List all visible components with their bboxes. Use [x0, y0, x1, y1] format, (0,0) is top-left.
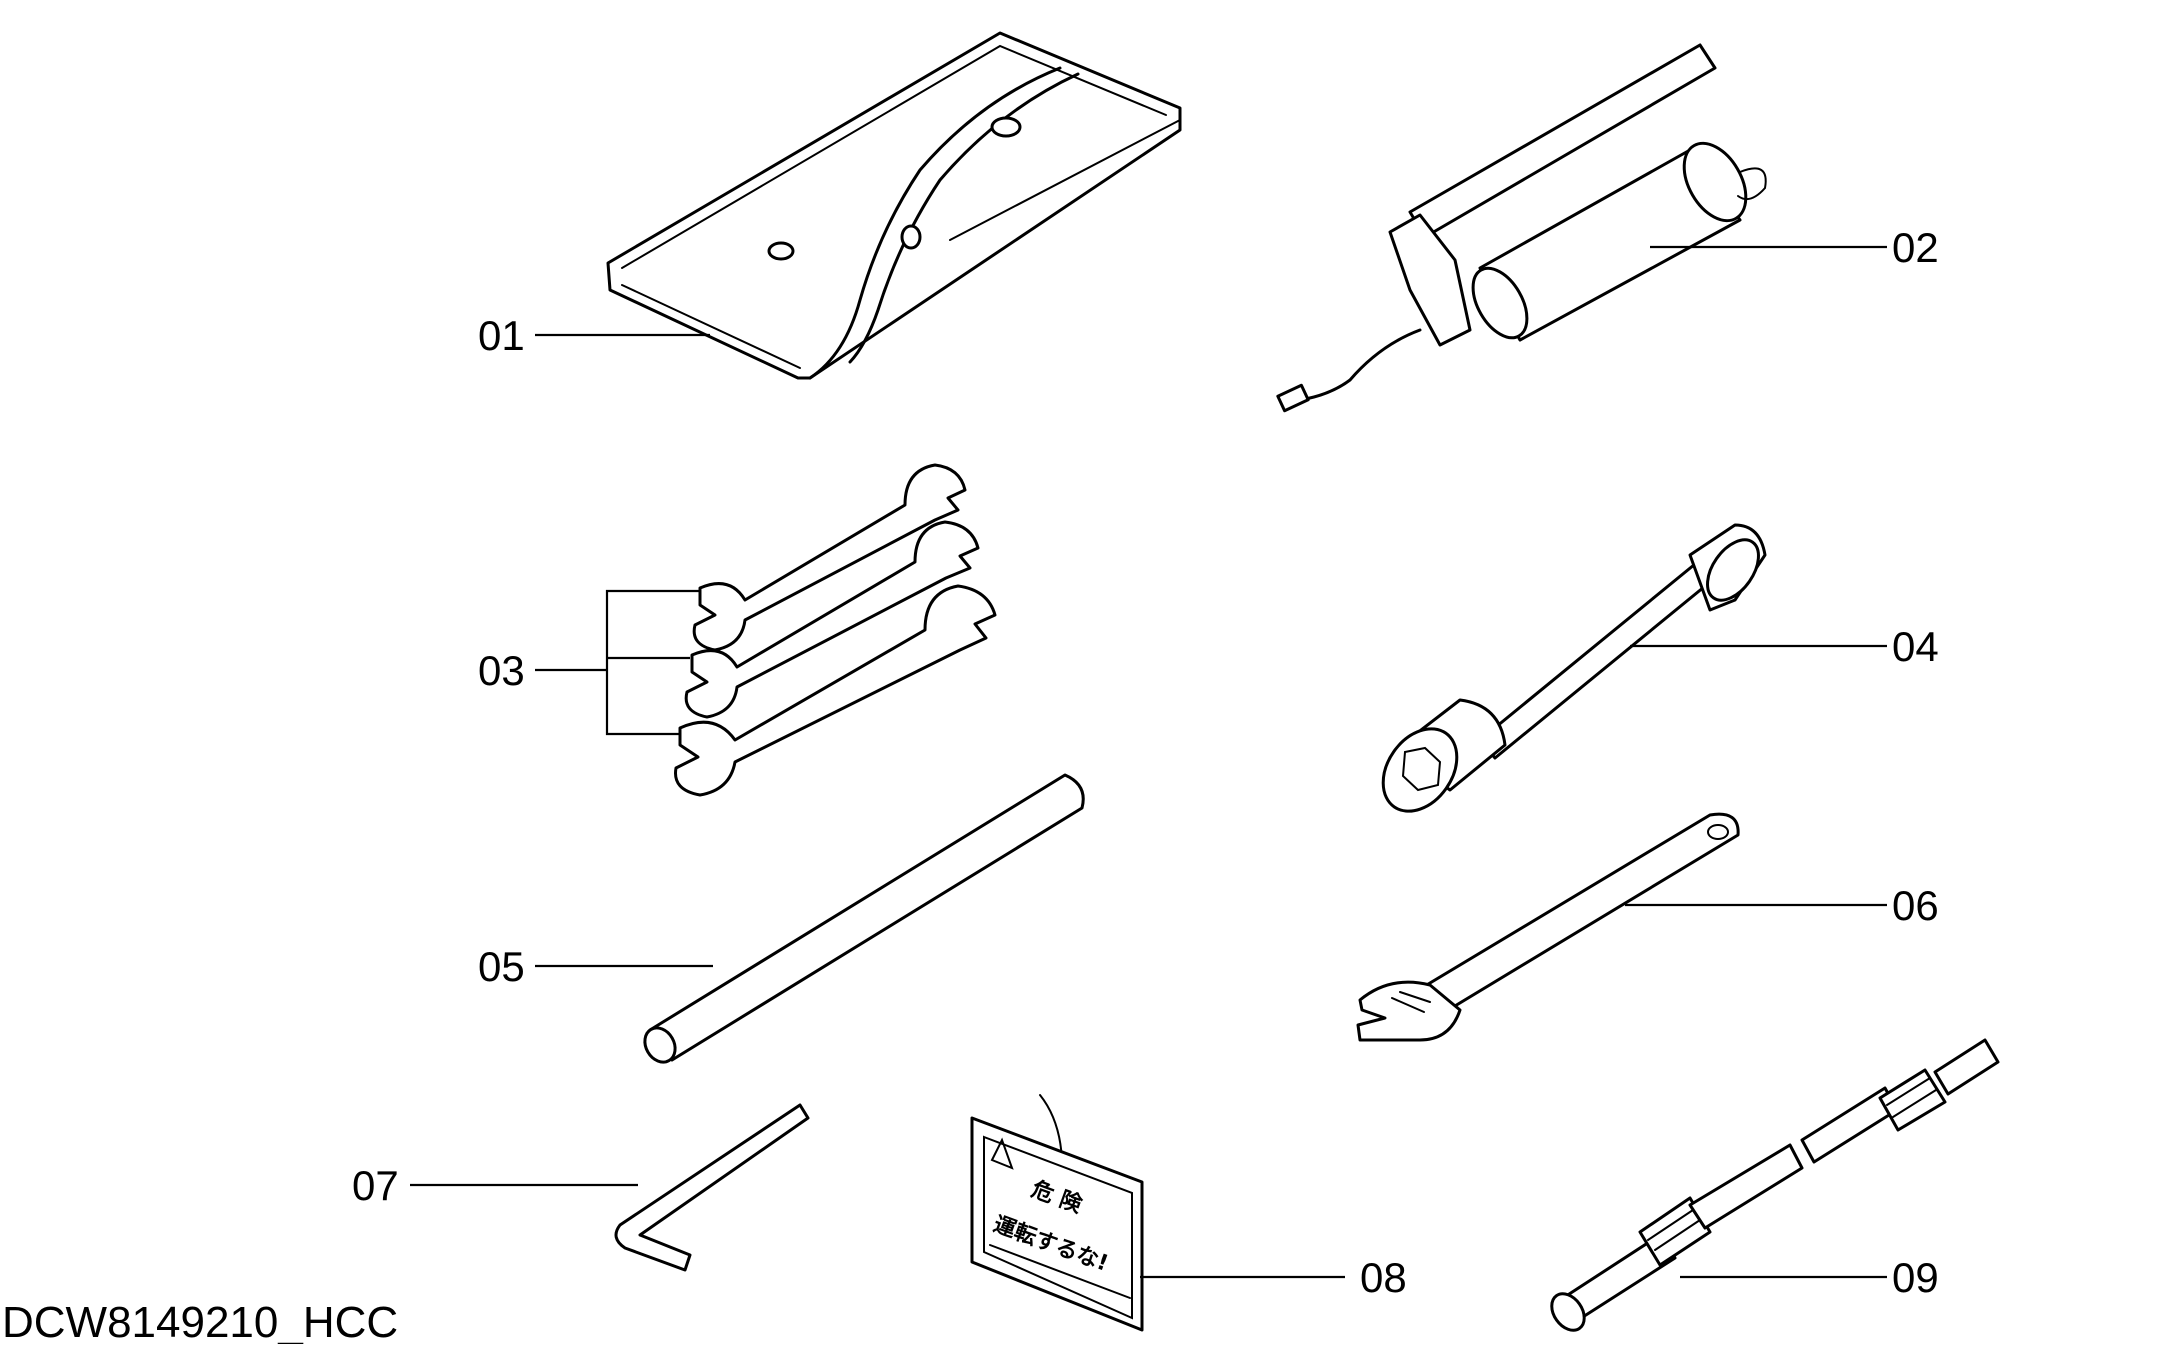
adjustable-wrench-drawing	[1356, 812, 1740, 1042]
callout-08: 08	[1360, 1254, 1407, 1301]
hex-key-drawing	[614, 1103, 810, 1272]
warning-tag-drawing: 危 険 運転するな!	[970, 1094, 1144, 1332]
extension-bar-drawing	[643, 773, 1085, 1064]
grease-gun-drawing	[1276, 43, 1767, 413]
callout-labels: 01 02 03 04 05 06 07 08 09	[352, 224, 1939, 1301]
hose-drawing	[1550, 1038, 2000, 1332]
callout-06: 06	[1892, 882, 1939, 929]
drawing-id: DCW8149210_HCC	[2, 1298, 398, 1344]
callout-04: 04	[1892, 623, 1939, 670]
spanner-set-drawing	[605, 463, 997, 797]
callout-03: 03	[478, 647, 525, 694]
callout-02: 02	[1892, 224, 1939, 271]
leader-lines	[410, 245, 1887, 1279]
callout-01: 01	[478, 312, 525, 359]
callout-09: 09	[1892, 1254, 1939, 1301]
tool-bag-drawing	[606, 31, 1182, 380]
callout-07: 07	[352, 1162, 399, 1209]
callout-05: 05	[478, 943, 525, 990]
socket-wrench-drawing	[1381, 523, 1767, 813]
